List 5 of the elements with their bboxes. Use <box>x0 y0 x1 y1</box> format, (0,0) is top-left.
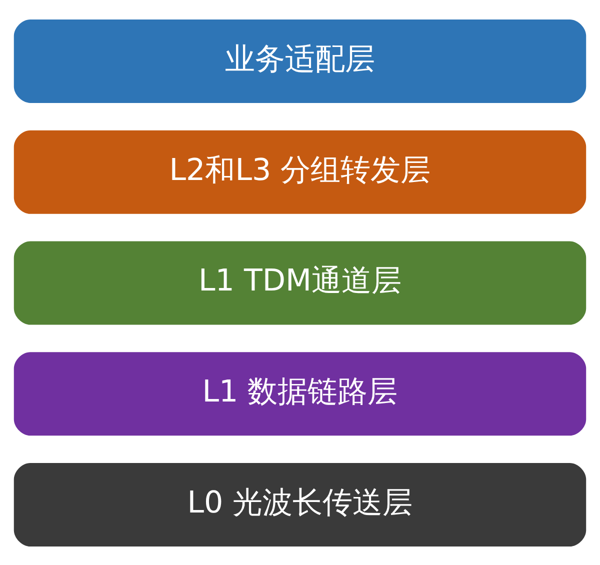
node-box: L1 TDM通道层 <box>14 240 586 324</box>
node-box: L0 光波长传送层 <box>14 462 586 546</box>
node-box: 业务适配层 <box>14 18 586 102</box>
node-box: L1 数据链路层 <box>14 352 586 436</box>
node-box: L2和L3 分组转发层 <box>14 130 586 214</box>
